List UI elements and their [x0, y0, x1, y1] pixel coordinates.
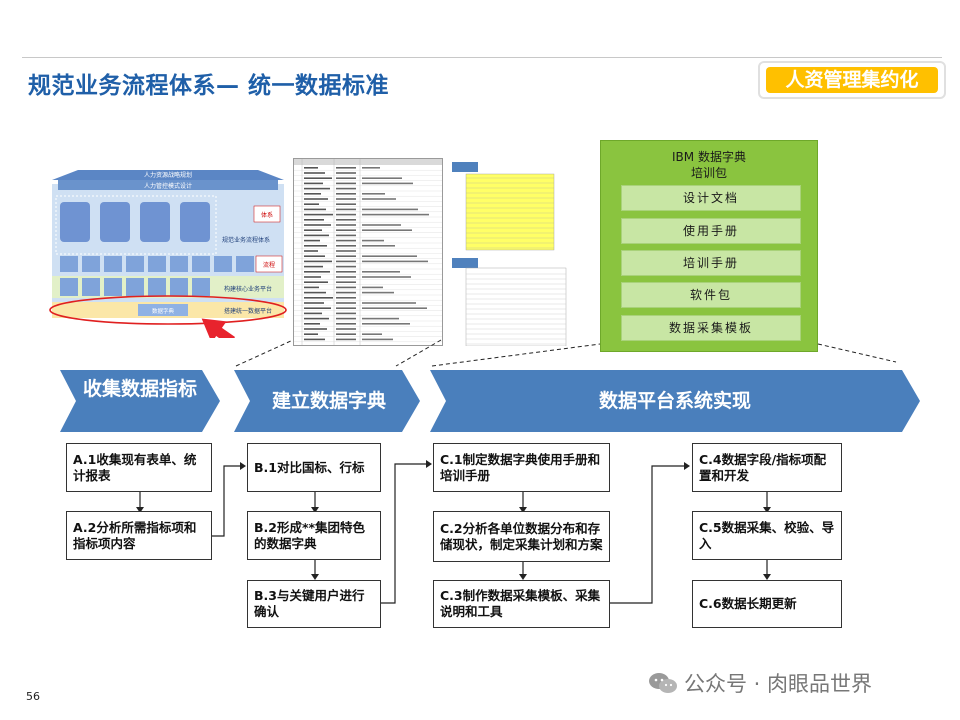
framework-core-label: 构建核心业务平台: [224, 285, 272, 293]
step-a1: A.1收集现有表单、统计报表: [66, 443, 212, 492]
page-title: 规范业务流程体系— 统一数据标准: [28, 66, 389, 100]
chevron-collect-indicators-label: 收集数据指标: [80, 377, 200, 401]
framework-top2: 人力管控模式设计: [144, 182, 192, 190]
framework-tag-flow: 流程: [263, 261, 275, 269]
category-badge: 人资管理集约化: [758, 61, 946, 99]
framework-data-inner: 数据字典: [152, 307, 175, 315]
ibm-item-training-manual: 培训手册: [621, 250, 801, 276]
category-badge-label: 人资管理集约化: [766, 67, 938, 93]
header-divider: [22, 57, 942, 58]
step-c3: C.3制作数据采集模板、采集说明和工具: [433, 580, 610, 628]
code-table-sheet-image: [452, 160, 570, 346]
framework-core-row: [60, 278, 210, 296]
page-number: 56: [26, 690, 40, 703]
step-a2: A.2分析所需指标项和指标项内容: [66, 511, 212, 560]
framework-system-label: 规范业务流程体系: [222, 236, 270, 244]
framework-data-label: 搭建统一数据平台: [224, 307, 272, 315]
step-c5: C.5数据采集、校验、导入: [692, 511, 842, 560]
step-c2: C.2分析各单位数据分布和存储现状，制定采集计划和方案: [433, 511, 610, 562]
framework-process-row: [60, 256, 254, 272]
chevron-build-dictionary-label: 建立数据字典: [254, 389, 404, 413]
ibm-item-collection-template: 数据采集模板: [621, 315, 801, 341]
chevron-collect-indicators: 收集数据指标: [60, 370, 220, 432]
hr-framework-image: 人力资源战略规划 人力管控模式设计 体系 规范业务流程体系 流程: [48, 158, 288, 338]
wechat-icon: [648, 672, 678, 694]
framework-top1: 人力资源战略规划: [144, 171, 192, 179]
framework-tag-system: 体系: [261, 211, 273, 219]
watermark: 公众号 · 肉眼品世界: [648, 668, 872, 698]
step-c1: C.1制定数据字典使用手册和培训手册: [433, 443, 610, 492]
step-c6: C.6数据长期更新: [692, 580, 842, 628]
ibm-item-user-manual: 使用手册: [621, 218, 801, 244]
ibm-item-design-doc: 设计文档: [621, 185, 801, 211]
data-dictionary-table-image: [293, 158, 443, 346]
chevron-platform-implementation: 数据平台系统实现: [430, 370, 920, 432]
chevron-build-dictionary: 建立数据字典: [234, 370, 420, 432]
step-c4: C.4数据字段/指标项配置和开发: [692, 443, 842, 492]
ibm-title: IBM 数据字典: [672, 150, 746, 164]
watermark-text: 公众号 · 肉眼品世界: [684, 672, 872, 696]
ibm-dictionary-package: IBM 数据字典培训包 设计文档 使用手册 培训手册 软件包 数据采集模板: [600, 140, 818, 352]
chevron-platform-implementation-label: 数据平台系统实现: [460, 389, 890, 413]
ibm-item-software-package: 软件包: [621, 282, 801, 308]
step-b3: B.3与关键用户进行确认: [247, 580, 381, 628]
step-b1: B.1对比国标、行标: [247, 443, 381, 492]
ibm-subtitle: 培训包: [691, 166, 727, 180]
step-b2: B.2形成**集团特色的数据字典: [247, 511, 381, 560]
